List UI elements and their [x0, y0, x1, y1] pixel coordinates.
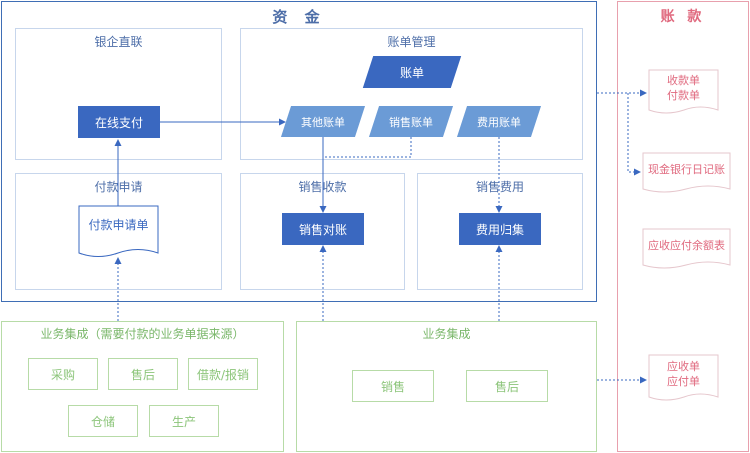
loan-reimburse-item[interactable]: 借款/报销	[188, 358, 258, 390]
accounts-panel: 账 款	[617, 1, 749, 452]
bill-management-title: 账单管理	[387, 35, 436, 49]
receivable-label: 应收单	[667, 360, 700, 373]
receipt-payment-doc-shape	[648, 69, 719, 114]
bill-node[interactable]: 账单	[362, 56, 462, 88]
online-pay-node[interactable]: 在线支付	[78, 106, 160, 138]
receivable-payable-doc[interactable]: 应收单 应付单	[649, 358, 718, 390]
bank-connect-title: 银企直联	[94, 35, 143, 49]
receivable-payable-doc-shape	[648, 354, 719, 401]
warehouse-item[interactable]: 仓储	[68, 405, 138, 437]
cash-journal-doc-shape	[642, 152, 731, 193]
sales-collection-title: 销售收款	[298, 180, 347, 194]
expense-bill-node[interactable]: 费用账单	[456, 106, 542, 137]
funds-title: 资 金	[272, 8, 326, 26]
after-sales-item-right[interactable]: 售后	[466, 370, 548, 402]
production-item[interactable]: 生产	[149, 405, 219, 437]
receipt-label: 收款单	[667, 74, 700, 87]
payment-label: 付款单	[667, 89, 700, 102]
accounts-title: 账 款	[660, 9, 706, 25]
expense-collect-node[interactable]: 费用归集	[459, 213, 541, 245]
expense-bill-label: 费用账单	[477, 115, 521, 129]
cash-journal-doc[interactable]: 现金银行日记账	[648, 162, 725, 176]
business-integration-right-panel: 业务集成	[296, 321, 597, 452]
sales-bill-node[interactable]: 销售账单	[368, 106, 454, 137]
bill-management-panel: 账单管理	[240, 28, 583, 160]
balance-table-doc-shape	[642, 228, 731, 269]
business-integration-right-title: 业务集成	[422, 327, 471, 341]
receipt-payment-doc[interactable]: 收款单 付款单	[649, 72, 718, 104]
sales-bill-to-reconcile-arrow	[323, 137, 412, 158]
payment-request-doc-shape	[78, 205, 159, 257]
other-bill-label: 其他账单	[301, 115, 345, 129]
sales-bill-label: 销售账单	[389, 115, 433, 129]
business-integration-left-title: 业务集成（需要付款的业务单据来源）	[40, 327, 245, 341]
sales-expense-panel: 销售费用	[417, 173, 583, 290]
bill-label: 账单	[399, 65, 424, 80]
payable-label: 应付单	[667, 375, 700, 388]
funds-panel: 资 金	[1, 1, 597, 302]
balance-table-doc[interactable]: 应收应付余额表	[648, 238, 725, 252]
purchase-item[interactable]: 采购	[28, 358, 98, 390]
after-sales-item-left[interactable]: 售后	[108, 358, 178, 390]
business-integration-left-panel: 业务集成（需要付款的业务单据来源）	[1, 321, 284, 452]
sales-reconcile-node[interactable]: 销售对账	[282, 213, 364, 245]
funds-to-journal-arrow	[627, 93, 641, 176]
sales-item[interactable]: 销售	[352, 370, 434, 402]
payment-request-doc-label[interactable]: 付款申请单	[88, 217, 149, 232]
other-bill-node[interactable]: 其他账单	[280, 106, 366, 137]
sales-expense-title: 销售费用	[475, 180, 524, 194]
